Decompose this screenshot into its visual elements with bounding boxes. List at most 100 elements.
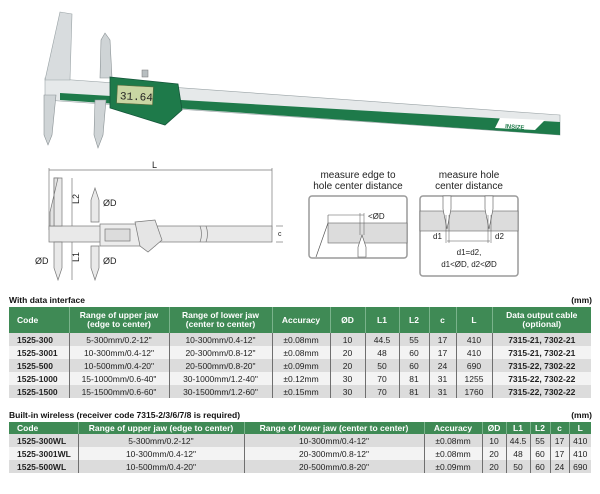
cell-l2: 55	[399, 333, 430, 346]
label-diameter-upper: ØD	[103, 198, 117, 208]
data-interface-spec-table: Code Range of upper jaw (edge to center)…	[9, 307, 591, 398]
col-c: c	[429, 307, 457, 333]
cell-c: 31	[429, 372, 457, 385]
col-l: L	[569, 422, 591, 434]
caliper-dimension-diagram: L L2 L1 c ØD ØD ØD	[35, 160, 283, 282]
cell-l: 690	[569, 460, 591, 473]
cell-accuracy: ±0.08mm	[424, 434, 483, 447]
cell-l: 410	[456, 333, 493, 346]
cell-cable: 7315-21, 7302-21	[492, 333, 591, 346]
col-lower-jaw: Range of lower jaw (center to center)	[244, 422, 425, 434]
col-code: Code	[9, 422, 79, 434]
table-row: 1525-3001 10-300mm/0.4-12" 20-300mm/0.8-…	[9, 346, 591, 359]
cell-l2: 55	[530, 434, 551, 447]
col-l2: L2	[399, 307, 430, 333]
cell-c: 17	[429, 333, 457, 346]
cell-accuracy: ±0.08mm	[272, 333, 331, 346]
cell-l: 410	[569, 447, 591, 460]
product-photo: INSIZE 31.64	[43, 11, 561, 149]
cell-diameter: 10	[482, 434, 507, 447]
cell-diameter: 30	[330, 385, 366, 398]
cell-l1: 44.5	[365, 333, 400, 346]
col-c: c	[550, 422, 570, 434]
col-accuracy: Accuracy	[272, 307, 331, 333]
cell-l1: 48	[365, 346, 400, 359]
cell-c: 24	[429, 359, 457, 372]
edge-to-hole-diagram: <ØD	[308, 195, 408, 259]
cell-l2: 60	[399, 346, 430, 359]
table1-title: With data interface	[9, 295, 85, 305]
cell-l: 1760	[456, 385, 493, 398]
detail-edge-caption-2: hole center distance	[313, 181, 403, 192]
cell-upper: 10-300mm/0.4-12"	[69, 346, 170, 359]
hole-center-diagram: d1 d2 d1=d2, d1<ØD, d2<ØD	[419, 195, 519, 277]
hole-note-2: d1<ØD, d2<ØD	[441, 260, 497, 269]
table-row: 1525-500WL 10-500mm/0.4-20" 20-500mm/0.8…	[9, 460, 591, 473]
table2-unit: (mm)	[571, 410, 592, 420]
cell-code: 1525-300WL	[9, 434, 79, 447]
cell-lower: 20-300mm/0.8-12"	[244, 447, 425, 460]
brand-logo: INSIZE	[505, 124, 525, 132]
cell-lower: 30-1500mm/1.2-60"	[169, 385, 273, 398]
col-l2: L2	[530, 422, 551, 434]
cell-c: 24	[550, 460, 570, 473]
cell-cable: 7315-22, 7302-22	[492, 372, 591, 385]
table-row: 1525-1500 15-1500mm/0.6-60" 30-1500mm/1.…	[9, 385, 591, 398]
table-row: 1525-3001WL 10-300mm/0.4-12" 20-300mm/0.…	[9, 447, 591, 460]
col-cable: Data output cable (optional)	[492, 307, 591, 333]
cell-c: 17	[550, 447, 570, 460]
table-header-row: Code Range of upper jaw (edge to center)…	[9, 307, 591, 333]
cell-accuracy: ±0.09mm	[424, 460, 483, 473]
cell-l2: 81	[399, 385, 430, 398]
table-row: 1525-1000 15-1000mm/0.6-40" 30-1000mm/1.…	[9, 372, 591, 385]
label-L2: L2	[71, 194, 81, 204]
col-upper-jaw: Range of upper jaw (edge to center)	[78, 422, 245, 434]
col-l1: L1	[506, 422, 531, 434]
col-diameter: ØD	[482, 422, 507, 434]
table-row: 1525-500 10-500mm/0.4-20" 20-500mm/0.8-2…	[9, 359, 591, 372]
col-upper-jaw: Range of upper jaw (edge to center)	[69, 307, 170, 333]
cell-accuracy: ±0.09mm	[272, 359, 331, 372]
table-header-row: Code Range of upper jaw (edge to center)…	[9, 422, 591, 434]
cell-l1: 50	[506, 460, 531, 473]
hole-note-1: d1=d2,	[457, 248, 482, 257]
cell-accuracy: ±0.08mm	[272, 346, 331, 359]
col-l1: L1	[365, 307, 400, 333]
cell-l1: 70	[365, 385, 400, 398]
col-accuracy: Accuracy	[424, 422, 483, 434]
cell-l2: 60	[399, 359, 430, 372]
cell-l1: 44.5	[506, 434, 531, 447]
cell-accuracy: ±0.08mm	[424, 447, 483, 460]
cell-l2: 81	[399, 372, 430, 385]
detail-edge-caption-1: measure edge to	[320, 170, 396, 181]
cell-upper: 15-1000mm/0.6-40"	[69, 372, 170, 385]
cell-l: 410	[456, 346, 493, 359]
label-L1: L1	[71, 252, 81, 262]
cell-diameter: 20	[482, 447, 507, 460]
cell-l2: 60	[530, 460, 551, 473]
cell-diameter: 20	[330, 346, 366, 359]
cell-upper: 5-300mm/0.2-12"	[78, 434, 245, 447]
cell-l2: 60	[530, 447, 551, 460]
cell-lower: 10-300mm/0.4-12"	[244, 434, 425, 447]
cell-code: 1525-300	[9, 333, 70, 346]
col-lower-jaw: Range of lower jaw (center to center)	[169, 307, 273, 333]
cell-diameter: 20	[330, 359, 366, 372]
cell-accuracy: ±0.15mm	[272, 385, 331, 398]
cell-l: 690	[456, 359, 493, 372]
edge-diameter-label: <ØD	[368, 212, 385, 221]
label-diameter-lower-right: ØD	[103, 256, 117, 266]
col-l: L	[456, 307, 493, 333]
col-diameter: ØD	[330, 307, 366, 333]
cell-code: 1525-500WL	[9, 460, 79, 473]
cell-l1: 48	[506, 447, 531, 460]
cell-l1: 70	[365, 372, 400, 385]
wireless-spec-table: Code Range of upper jaw (edge to center)…	[9, 422, 591, 473]
cell-diameter: 30	[330, 372, 366, 385]
table1-unit: (mm)	[571, 295, 592, 305]
table-row: 1525-300 5-300mm/0.2-12" 10-300mm/0.4-12…	[9, 333, 591, 346]
cell-accuracy: ±0.12mm	[272, 372, 331, 385]
lcd-reading: 31.64	[120, 91, 154, 105]
d1-label: d1	[433, 232, 442, 241]
cell-code: 1525-500	[9, 359, 70, 372]
